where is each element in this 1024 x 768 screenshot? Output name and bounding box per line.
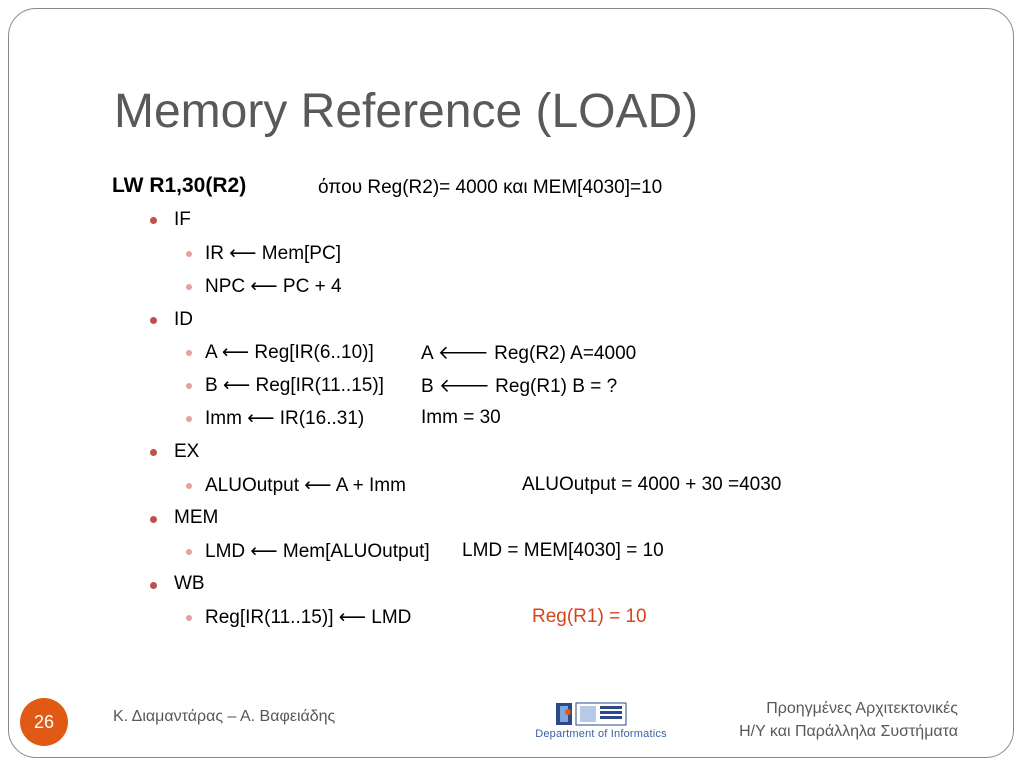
sub-bullet-dot-icon xyxy=(186,350,192,356)
instruction-code: LW R1,30(R2) xyxy=(112,174,247,197)
sub-bullet-dot-icon xyxy=(186,284,192,290)
stage-id-step-1: A ⟵ Reg[IR(6..10)] xyxy=(205,342,374,363)
stage-if-step-2: NPC ⟵ PC + 4 xyxy=(205,276,342,297)
stage-wb-result-1: Reg(R1) = 10 xyxy=(532,606,647,627)
bullet-dot-icon xyxy=(150,516,157,523)
instruction-note: όπου Reg(R2)= 4000 και MEM[4030]=10 xyxy=(318,177,663,198)
sub-bullet-dot-icon xyxy=(186,615,192,621)
stage-mem-step-1: LMD ⟵ Mem[ALUOutput] xyxy=(205,541,430,562)
sub-bullet-dot-icon xyxy=(186,416,192,422)
footer-course-line-1: Προηγμένες Αρχιτεκτονικές xyxy=(766,700,958,717)
slide-title: Memory Reference (LOAD) xyxy=(114,85,699,138)
stage-wb-step-1: Reg[IR(11..15)] ⟵ LMD xyxy=(205,607,412,628)
bullet-dot-icon xyxy=(150,317,157,324)
stage-id-result-3: Imm = 30 xyxy=(421,407,501,428)
bullet-dot-icon xyxy=(150,449,157,456)
stage-id-step-3: Imm ⟵ IR(16..31) xyxy=(205,408,365,429)
bullet-dot-icon xyxy=(150,582,157,589)
sub-bullet-dot-icon xyxy=(186,383,192,389)
stage-id-step-2: B ⟵ Reg[IR(11..15)] xyxy=(205,375,384,396)
footer-authors: Κ. Διαμαντάρας – Α. Βαφειάδης xyxy=(113,708,336,725)
stage-id-result-1: A 🡐 Reg(R2) A=4000 xyxy=(421,343,637,364)
stage-mem-result-1: LMD = MEM[4030] = 10 xyxy=(462,540,664,561)
slide-frame xyxy=(8,8,1014,758)
stage-ex-step-1: ALUOutput ⟵ A + Imm xyxy=(205,475,406,496)
stage-wb-label: WB xyxy=(174,573,205,594)
sub-bullet-dot-icon xyxy=(186,483,192,489)
stage-if-label: IF xyxy=(174,209,191,230)
stage-ex-result-1: ALUOutput = 4000 + 30 =4030 xyxy=(522,474,782,495)
stage-mem-label: MEM xyxy=(174,507,219,528)
stage-if-step-1: IR ⟵ Mem[PC] xyxy=(205,243,341,264)
stage-ex-label: EX xyxy=(174,441,200,462)
bullet-dot-icon xyxy=(150,217,157,224)
page-number-badge: 26 xyxy=(20,698,68,746)
sub-bullet-dot-icon xyxy=(186,549,192,555)
footer-course-line-2: Η/Υ και Παράλληλα Συστήματα xyxy=(739,723,958,740)
stage-id-result-2: B 🡐 Reg(R1) B = ? xyxy=(421,376,618,397)
department-logo-icon: Department of Informatics xyxy=(526,700,676,746)
stage-id-label: ID xyxy=(174,309,193,330)
sub-bullet-dot-icon xyxy=(186,251,192,257)
logo-label: Department of Informatics xyxy=(535,728,667,740)
